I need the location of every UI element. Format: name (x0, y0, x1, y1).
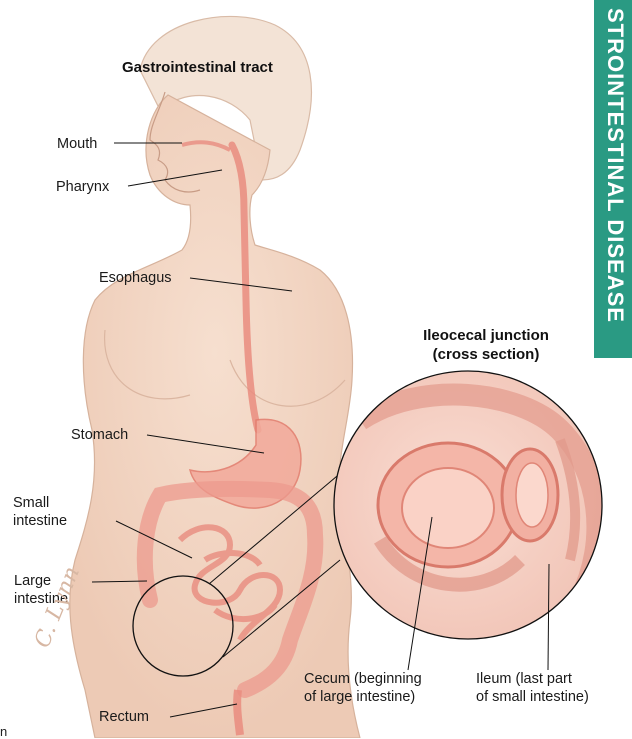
corner-text-fragment: n (0, 724, 7, 739)
label-stomach: Stomach (71, 426, 128, 444)
inset-title-line2: (cross section) (401, 345, 571, 364)
inset-title: Ileocecal junction (cross section) (401, 326, 571, 364)
section-tab-label: STROINTESTINAL DISEASE (602, 8, 628, 323)
figure-title: Gastrointestinal tract (122, 58, 273, 77)
label-cecum: Cecum (beginning of large intestine) (304, 670, 422, 706)
label-ileum-line2: of small intestine) (476, 688, 589, 706)
label-small-intestine-line1: Small (13, 494, 67, 512)
label-pharynx: Pharynx (56, 178, 109, 196)
section-tab: STROINTESTINAL DISEASE (594, 0, 632, 358)
label-rectum: Rectum (99, 708, 149, 726)
rectum-path (237, 690, 240, 735)
inset-title-line1: Ileocecal junction (401, 326, 571, 345)
label-ileum: Ileum (last part of small intestine) (476, 670, 589, 706)
label-small-intestine: Small intestine (13, 494, 67, 530)
label-small-intestine-line2: intestine (13, 512, 67, 530)
label-cecum-line2: of large intestine) (304, 688, 422, 706)
label-cecum-line1: Cecum (beginning (304, 670, 422, 688)
label-mouth: Mouth (57, 135, 97, 153)
body-silhouette (70, 95, 360, 738)
label-ileum-line1: Ileum (last part (476, 670, 589, 688)
label-esophagus: Esophagus (99, 269, 172, 287)
